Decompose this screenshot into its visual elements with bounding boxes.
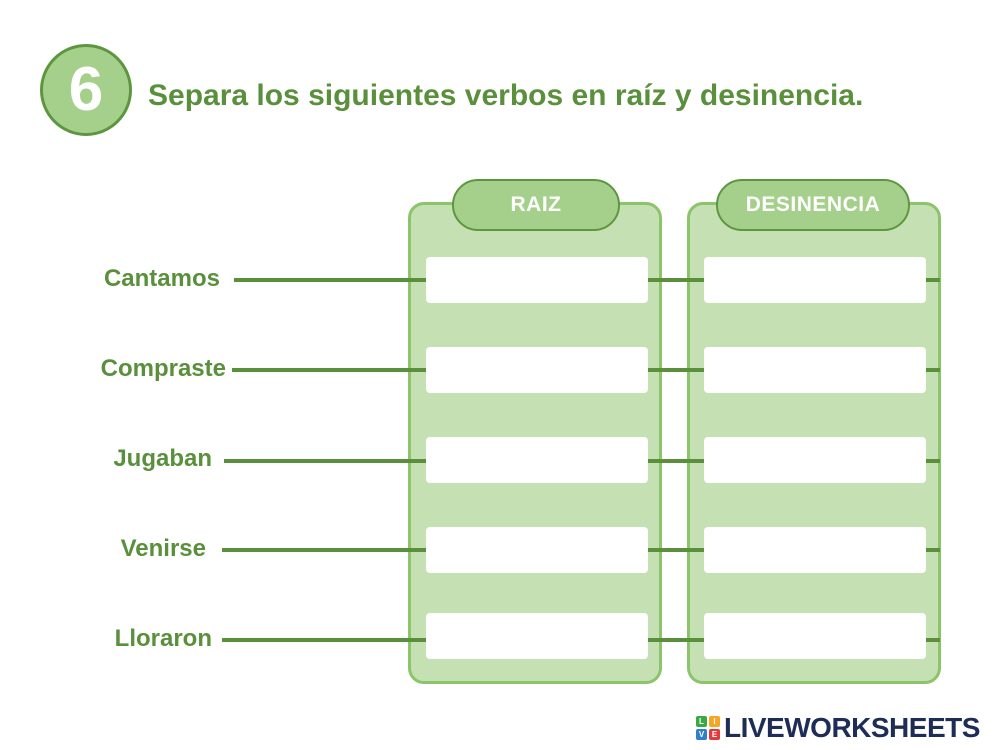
verb-label-jugaban: Jugaban <box>113 445 212 472</box>
exercise-instruction: Separa los siguientes verbos en raíz y d… <box>148 79 864 112</box>
raiz-answer-input[interactable] <box>426 257 648 303</box>
desinencia-answer-input[interactable] <box>704 257 926 303</box>
connector-line <box>924 459 940 463</box>
desinencia-answer-input[interactable] <box>704 527 926 573</box>
raiz-answer-input[interactable] <box>426 527 648 573</box>
desinencia-answer-input[interactable] <box>704 437 926 483</box>
logo-letter: I <box>709 716 720 727</box>
logo-letter: E <box>709 729 720 740</box>
verb-label-compraste: Compraste <box>100 355 226 382</box>
connector-line <box>224 459 430 463</box>
connector-line <box>234 278 430 282</box>
logo-letter: L <box>696 716 707 727</box>
connector-line <box>222 638 430 642</box>
connector-line <box>924 278 940 282</box>
desinencia-answer-input[interactable] <box>704 613 926 659</box>
connector-line <box>924 548 940 552</box>
connector-line <box>646 638 708 642</box>
raiz-answer-input[interactable] <box>426 437 648 483</box>
connector-line <box>646 368 708 372</box>
exercise-number-badge: 6 <box>40 44 132 136</box>
liveworksheets-logo-icon: L I V E <box>696 716 720 740</box>
desinencia-answer-input[interactable] <box>704 347 926 393</box>
connector-line <box>924 638 940 642</box>
connector-line <box>646 278 708 282</box>
verb-label-venirse: Venirse <box>120 535 206 562</box>
raiz-column-header: RAIZ <box>452 179 620 231</box>
connector-line <box>646 548 708 552</box>
raiz-answer-input[interactable] <box>426 347 648 393</box>
verb-label-lloraron: Lloraron <box>114 625 212 652</box>
liveworksheets-brand: L I V E LIVEWORKSHEETS <box>696 712 980 744</box>
brand-name: LIVEWORKSHEETS <box>724 712 980 743</box>
desinencia-column-header: DESINENCIA <box>716 179 910 231</box>
verb-label-cantamos: Cantamos <box>103 265 220 292</box>
connector-line <box>222 548 430 552</box>
connector-line <box>646 459 708 463</box>
logo-letter: V <box>696 729 707 740</box>
raiz-answer-input[interactable] <box>426 613 648 659</box>
connector-line <box>924 368 940 372</box>
connector-line <box>232 368 430 372</box>
